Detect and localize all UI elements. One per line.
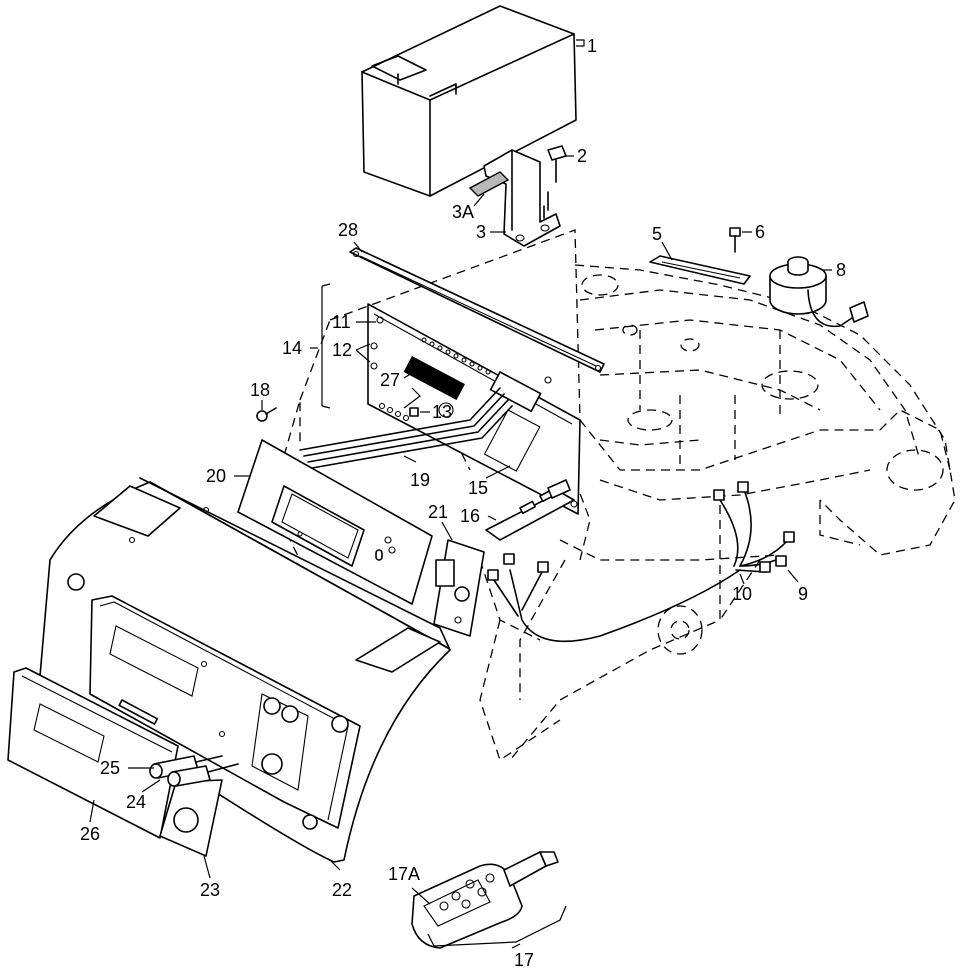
callout-17a: 17A (388, 864, 420, 884)
ribbon-cable-icon (299, 387, 513, 469)
callout-1: 1 (587, 36, 597, 56)
strip-icon (349, 247, 605, 373)
circuit-board-icon (367, 303, 581, 515)
callout-3a: 3A (452, 202, 474, 222)
cover-plate-icon (159, 779, 223, 857)
plate-icon (485, 479, 575, 541)
battery-box-icon (361, 5, 577, 197)
leader-lines (89, 39, 832, 949)
screw-icon (543, 145, 567, 219)
callout-13: 13 (432, 402, 452, 422)
display-frame-icon (237, 439, 433, 605)
callout-22: 22 (332, 880, 352, 900)
overlay-label-icon (7, 667, 179, 839)
callout-17: 17 (514, 950, 534, 970)
callout-24: 24 (126, 792, 146, 812)
callout-18: 18 (250, 380, 270, 400)
knob-icon (167, 763, 239, 787)
callout-labels: 1 2 3A 3 28 5 6 8 11 14 12 27 18 13 20 1… (80, 36, 846, 970)
fascia-panel-icon (39, 477, 451, 863)
switch-plate-icon (433, 539, 485, 637)
callout-5: 5 (652, 224, 662, 244)
wire-harness-icon (487, 481, 795, 643)
strap-3a (468, 171, 510, 197)
callout-20: 20 (206, 466, 226, 486)
callout-2: 2 (577, 146, 587, 166)
screw-icon (729, 227, 741, 253)
callout-14: 14 (282, 338, 302, 358)
callout-27: 27 (380, 370, 400, 390)
screw-icon (256, 407, 277, 422)
callout-21: 21 (428, 502, 448, 522)
callout-16: 16 (460, 506, 480, 526)
callout-15: 15 (468, 478, 488, 498)
callout-25: 25 (100, 758, 120, 778)
callout-10: 10 (732, 584, 752, 604)
callout-8: 8 (836, 260, 846, 280)
gasket-icon (649, 255, 751, 285)
callout-19: 19 (410, 470, 430, 490)
callout-26: 26 (80, 824, 100, 844)
callout-9: 9 (798, 584, 808, 604)
callout-11: 11 (332, 312, 351, 332)
buzzer-icon (769, 256, 869, 328)
callout-6: 6 (755, 222, 765, 242)
callout-3: 3 (476, 222, 486, 242)
callout-28: 28 (338, 220, 358, 240)
callout-12: 12 (332, 340, 352, 360)
remote-control-icon (411, 851, 559, 949)
chassis-phantom-outline (279, 229, 956, 762)
callout-23: 23 (200, 880, 220, 900)
